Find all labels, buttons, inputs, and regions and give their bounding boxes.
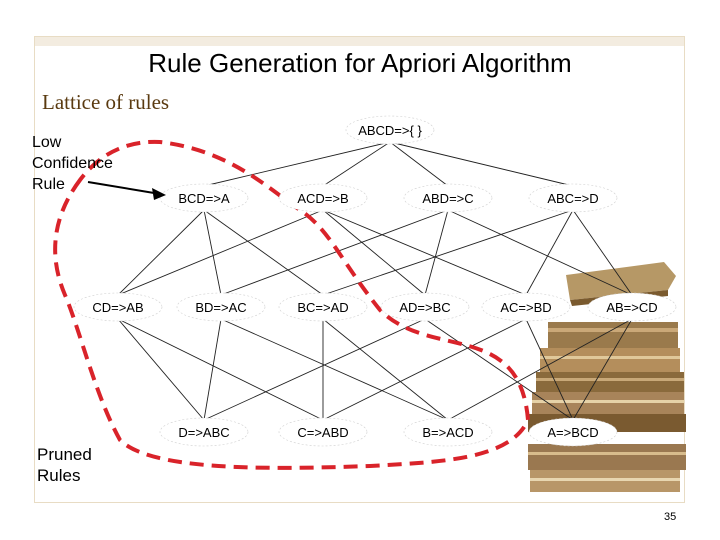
lattice-node: B=>ACD — [403, 417, 493, 447]
lattice-edge — [203, 141, 391, 187]
lattice-edge — [117, 318, 205, 421]
lattice-edge — [447, 209, 633, 296]
lattice-node-shape — [278, 417, 368, 447]
lattice-node: ABD=>C — [403, 183, 493, 213]
lattice-node: AD=>BC — [380, 292, 470, 322]
lattice-node-shape — [481, 292, 571, 322]
lattice-node-label: AD=>BC — [399, 300, 450, 315]
lattice-node-label: ABD=>C — [422, 191, 473, 206]
lattice-edge — [322, 209, 527, 296]
lattice-node-label: A=>BCD — [547, 425, 598, 440]
lattice-node: BD=>AC — [176, 292, 266, 322]
lattice-edge — [572, 318, 633, 421]
lattice-edge — [322, 318, 449, 421]
lattice-edge — [525, 209, 574, 296]
lattice-node: C=>ABD — [278, 417, 368, 447]
lattice-node-label: AB=>CD — [606, 300, 657, 315]
lattice-edge — [322, 318, 527, 421]
lattice-edge — [203, 318, 426, 421]
lattice-edge — [220, 318, 449, 421]
lattice-edge — [525, 318, 574, 421]
low-confidence-line-1: Low — [32, 134, 62, 151]
pruned-region-boundary — [53, 139, 531, 470]
slide-top-band — [34, 36, 685, 46]
lattice-node-shape — [73, 292, 163, 322]
lattice-edges — [117, 141, 633, 421]
lattice-edge — [572, 209, 633, 296]
lattice-node-shape — [345, 115, 435, 145]
lattice-nodes: ABCD=>{ } BCD=>A ACD=>B ABD=>C ABC=>D CD=>AB B… — [73, 115, 677, 447]
low-confidence-arrow — [87, 181, 161, 195]
lattice-edge — [322, 209, 426, 296]
lattice-edge — [117, 318, 324, 421]
lattice-node: AC=>BD — [481, 292, 571, 322]
lattice-edge — [389, 141, 449, 187]
low-confidence-line-3: Rule — [32, 176, 65, 193]
lattice-node: A=>BCD — [528, 417, 618, 447]
page-number: 35 — [664, 511, 677, 523]
low-confidence-arrowhead — [152, 188, 166, 200]
lattice-node-shape — [380, 292, 470, 322]
lattice-node-shape — [278, 292, 368, 322]
lattice-edge — [203, 209, 222, 296]
lattice-node: CD=>AB — [73, 292, 163, 322]
low-confidence-line-2: Confidence — [32, 155, 113, 172]
lattice-node-label: B=>ACD — [422, 425, 473, 440]
pruned-line-2: Rules — [37, 466, 81, 485]
lattice-node-label: C=>ABD — [297, 425, 348, 440]
lattice-edge — [389, 141, 574, 187]
lattice-edge — [424, 318, 574, 421]
lattice-node-label: D=>ABC — [178, 425, 229, 440]
lattice-node: ACD=>B — [278, 183, 368, 213]
lattice-edge — [220, 209, 449, 296]
lattice-node-label: ABC=>D — [547, 191, 598, 206]
lattice-node: D=>ABC — [159, 417, 249, 447]
lattice-node: ABC=>D — [528, 183, 618, 213]
lattice-node-shape — [587, 292, 677, 322]
lattice-edge — [424, 209, 449, 296]
lattice-node: ABCD=>{ } — [345, 115, 435, 145]
lattice-node-label: AC=>BD — [500, 300, 551, 315]
pruned-line-1: Pruned — [37, 445, 92, 464]
lattice-node-label: BC=>AD — [297, 300, 348, 315]
lattice-node-label: CD=>AB — [92, 300, 143, 315]
lattice-node-shape — [403, 417, 493, 447]
lattice-node-label: ACD=>B — [297, 191, 348, 206]
lattice-node-shape — [278, 183, 368, 213]
low-confidence-rule-label: Low Confidence Rule — [32, 132, 132, 195]
lattice-node: BC=>AD — [278, 292, 368, 322]
lattice-node: BCD=>A — [159, 183, 249, 213]
lattice-node-shape — [528, 183, 618, 213]
slide-frame — [34, 36, 685, 503]
lattice-edge — [322, 209, 574, 296]
lattice-node-shape — [528, 417, 618, 447]
lattice-node-label: ABCD=>{ } — [358, 123, 422, 138]
lattice-node-label: BD=>AC — [195, 300, 246, 315]
lattice-edge — [117, 209, 324, 296]
lattice-edge — [322, 141, 391, 187]
lattice-node-shape — [176, 292, 266, 322]
lattice-edge — [203, 209, 324, 296]
lattice-edge — [117, 209, 205, 296]
lattice-node-label: BCD=>A — [178, 191, 230, 206]
lattice-node-shape — [403, 183, 493, 213]
lattice-edge — [203, 318, 222, 421]
pruned-rules-label: Pruned Rules — [37, 444, 127, 486]
lattice-node-shape — [159, 417, 249, 447]
lattice-subtitle: Lattice of rules — [42, 90, 170, 114]
lattice-node-shape — [159, 183, 249, 213]
lattice-node: AB=>CD — [587, 292, 677, 322]
slide-title: Rule Generation for Apriori Algorithm — [148, 48, 572, 78]
lattice-edge — [447, 318, 633, 421]
